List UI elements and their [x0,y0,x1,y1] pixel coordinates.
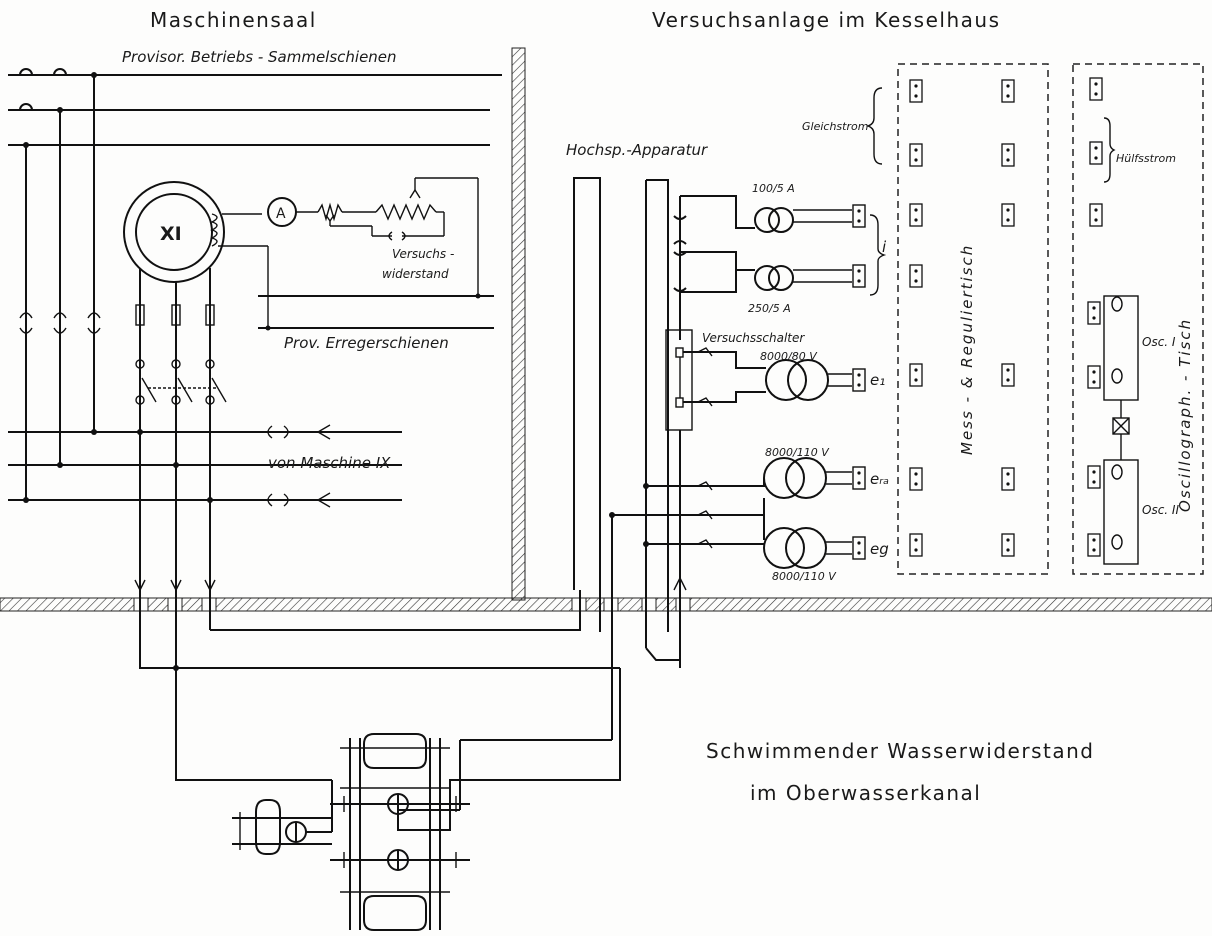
current-transformers: 100/5 A 250/5 A i [680,182,887,315]
exciter-busbars: Prov. Erregerschienen [258,293,494,352]
oscillograph-1 [1103,295,1139,401]
oscillograph-table: Oscillograph. - Tisch Hülfsstrom Osc. I [1072,63,1204,575]
meter-table: Mess - & Reguliertisch Gleichstrom [802,63,1049,575]
water-resistor-heading: Schwimmender Wasserwiderstand [706,739,1094,763]
aux-supply-label: Hülfsstrom [1116,152,1176,165]
machine-hall-heading: Maschinensaal [150,8,317,32]
generator-outputs [134,268,620,781]
test-plant-heading: Versuchsanlage im Kesselhaus [652,8,1001,32]
ammeter-label: A [276,206,286,222]
walls [0,47,1212,612]
current-label: i [882,238,887,256]
hv-apparatus-label: Hochsp.-Apparatur [566,141,708,159]
busbars-label: Provisor. Betriebs - Sammelschienen [122,48,397,66]
oscillograph-table-label: Oscillograph. - Tisch [1176,318,1194,512]
generator: XI A Versuchs - widerstand [123,177,479,296]
pt3-ratio: 8000/110 V [772,570,837,583]
eg-label: eg [870,540,889,558]
osc1-label: Osc. I [1142,335,1176,349]
from-machine-label: von Maschine IX [268,454,391,472]
e1-label: e₁ [870,371,885,389]
potential-transformers: 8000/80 V e₁ 8000/110 V 8000/110 V [609,347,889,583]
resistor-label-1: Versuchs - [392,247,454,261]
ct1-ratio: 100/5 A [752,182,795,195]
generator-label: XI [160,223,182,245]
busbars: Provisor. Betriebs - Sammelschienen [8,48,502,500]
machine-ix-busbars: von Maschine IX [8,424,402,508]
era-label: eᵣₐ [870,470,889,488]
test-switch-label: Versuchsschalter [702,331,805,345]
meter-table-label: Mess - & Reguliertisch [958,244,976,455]
dc-supply-label: Gleichstrom [802,120,868,133]
resistor-label-2: widerstand [382,267,449,281]
oscillograph-2 [1103,459,1139,565]
hv-apparatus: Hochsp.-Apparatur Versuchsschalter [566,141,805,740]
osc2-label: Osc. II [1142,503,1179,517]
ct2-ratio: 250/5 A [748,302,791,315]
pt2-ratio: 8000/110 V [765,446,830,459]
water-resistor-subheading: im Oberwasserkanal [750,781,981,805]
exciter-busbars-label: Prov. Erregerschienen [284,334,449,352]
water-resistor [232,668,621,931]
